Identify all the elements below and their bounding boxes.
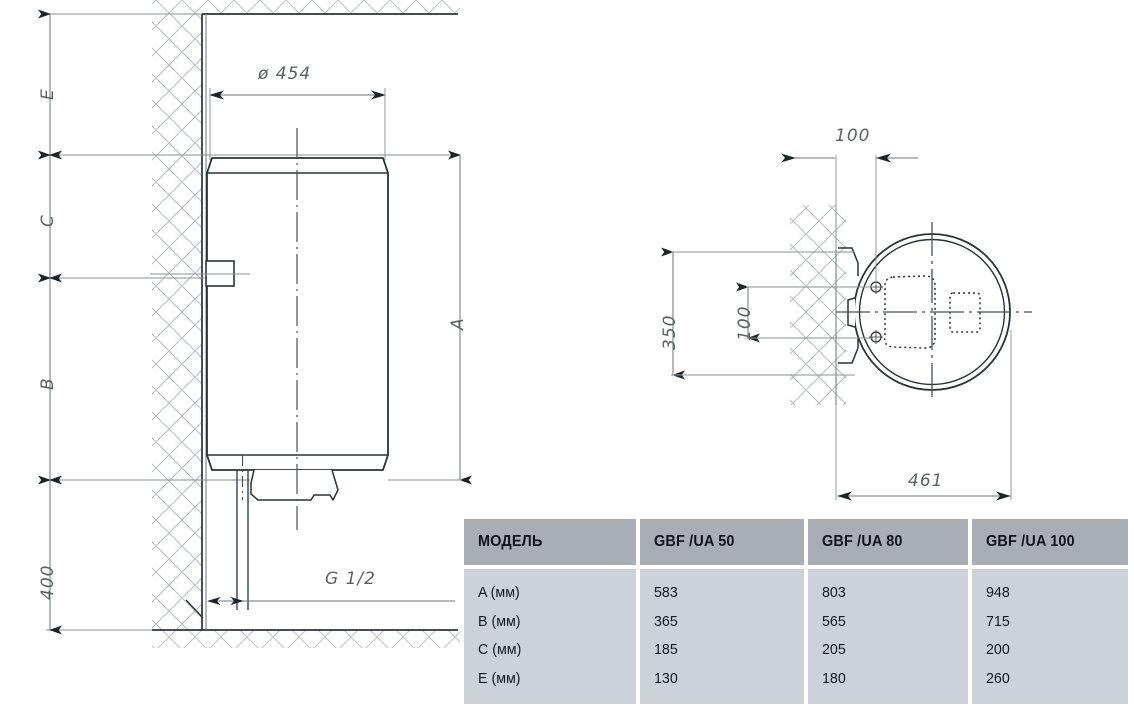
dim-label-B: B <box>38 377 58 390</box>
table-header-model: МОДЕЛЬ <box>464 519 636 565</box>
table-cell-a-100: 948 <box>985 584 1010 601</box>
table-header-gbf-ua-80: GBF /UA 80 <box>807 519 968 565</box>
dim-label-top-offset: 100 <box>835 126 871 146</box>
dim-label-E: E <box>38 88 58 100</box>
table-cell-b-100: 715 <box>985 612 1010 630</box>
ceiling-hatch <box>152 0 460 14</box>
wall-bracket <box>205 260 235 287</box>
dim-label-bracket-inner: 100 <box>735 305 755 341</box>
table-cell-b-50: 365 <box>653 612 678 630</box>
table-column-gbf-ua-100: 948 715 200 260 <box>971 569 1128 704</box>
dim-label-bracket-outer: 350 <box>660 314 680 350</box>
dim-label-bottom-clearance: 400 <box>38 564 58 600</box>
table-cell-label-c: C (мм) <box>478 641 522 658</box>
table-column-gbf-ua-80: 803 565 205 180 <box>807 569 968 704</box>
table-header-gbf-ua-50-label: GBF /UA 50 <box>653 533 735 550</box>
table-header-gbf-ua-100: GBF /UA 100 <box>971 519 1128 565</box>
table-column-dimension-labels: A (мм) B (мм) C (мм) E (мм) <box>464 569 636 704</box>
table-body-row: A (мм) B (мм) C (мм) E (мм) 583 365 185 … <box>464 569 1128 704</box>
table-cell-c-100: 200 <box>985 641 1010 658</box>
table-header-gbf-ua-80-label: GBF /UA 80 <box>821 533 903 550</box>
table-cell-c-50: 185 <box>653 641 678 658</box>
table-cell-label-b: B (мм) <box>478 612 521 630</box>
table-header-row: МОДЕЛЬ GBF /UA 50 GBF /UA 80 GBF /UA 100 <box>464 519 1128 565</box>
top-view-wall-hatch <box>790 205 846 405</box>
floor-hatch <box>152 630 460 648</box>
dim-label-A: A <box>448 317 468 330</box>
floor-corner-tick <box>185 599 204 619</box>
dim-label-diameter: ø 454 <box>258 64 312 84</box>
wall-notch-top <box>838 247 859 276</box>
side-view-group <box>38 0 472 648</box>
table-cell-e-100: 260 <box>985 669 1010 687</box>
table-cell-c-80: 205 <box>821 641 846 658</box>
table-cell-e-50: 130 <box>653 669 678 687</box>
table-cell-a-80: 803 <box>821 584 846 601</box>
dim-label-overall-depth: 461 <box>908 471 944 491</box>
table-cell-label-e: E (мм) <box>478 669 521 687</box>
table-header-gbf-ua-50: GBF /UA 50 <box>639 519 804 565</box>
table-cell-a-50: 583 <box>653 584 678 601</box>
table-cell-e-80: 180 <box>821 669 846 687</box>
specification-table: МОДЕЛЬ GBF /UA 50 GBF /UA 80 GBF /UA 100… <box>464 519 1128 704</box>
dim-label-C: C <box>38 214 58 227</box>
table-header-gbf-ua-100-label: GBF /UA 100 <box>985 533 1075 550</box>
top-view-group <box>661 153 1032 501</box>
wall-hatch <box>152 14 202 630</box>
tank-bottom-cover <box>250 469 339 501</box>
wall-notch-bottom <box>838 336 859 364</box>
table-column-gbf-ua-50: 583 365 185 130 <box>639 569 804 704</box>
internal-component-outline <box>883 275 936 349</box>
table-cell-b-80: 565 <box>821 612 846 630</box>
dim-label-thread: G 1/2 <box>325 569 376 589</box>
table-cell-label-a: A (мм) <box>478 584 520 601</box>
mounting-hole-lower <box>869 330 883 344</box>
table-header-model-label: МОДЕЛЬ <box>478 533 543 550</box>
